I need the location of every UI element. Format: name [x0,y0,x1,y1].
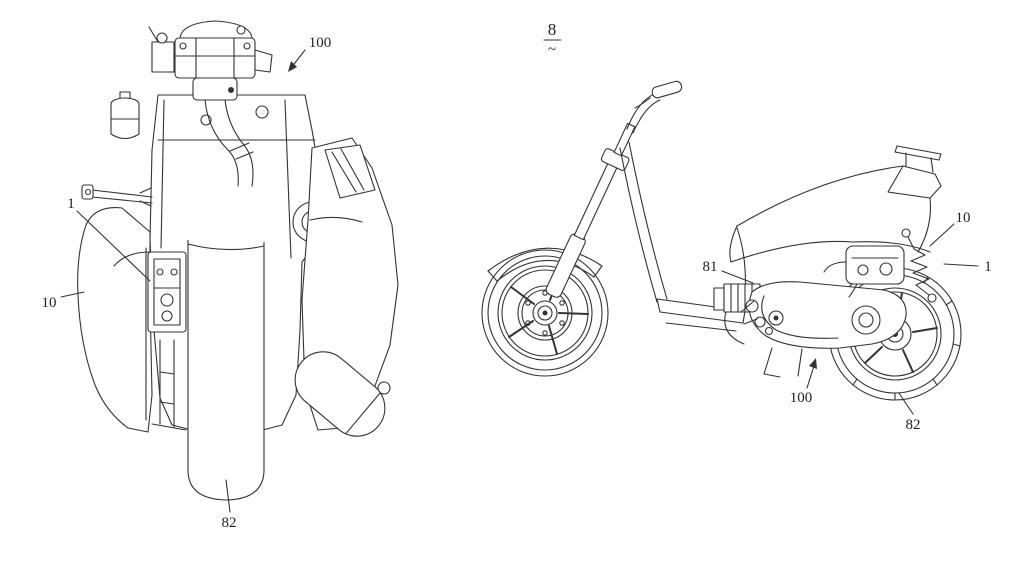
ref-label-10: 10 [956,210,971,226]
intake-manifold [204,99,254,187]
ref-label-100: 100 [309,35,332,51]
air-cleaner-canister [110,91,140,140]
lower-bracket [151,339,187,431]
roller-bracket-part [147,251,187,333]
angled-muffler-cylinder [294,351,386,437]
left-figure-annotations: 100 1 10 82 [42,35,332,531]
leader-line-10 [929,223,955,247]
front-fender [487,247,603,282]
ref-label-82: 82 [222,515,237,531]
leader-line-1 [76,210,151,282]
front-wheel [481,249,609,377]
carburetor-assembly [148,20,273,101]
figure-marker: 8 ~ [543,20,562,58]
leader-line-82 [898,392,914,415]
figure-marker-tilde: ~ [548,42,556,58]
handlebar [626,80,683,134]
leader-line-82 [225,479,231,513]
ref-label-82: 82 [906,417,921,433]
ref-label-100: 100 [790,390,813,406]
ref-label-1: 1 [67,196,75,212]
engine-transmission-unit [713,281,907,378]
leader-line-100 [806,365,815,389]
left-side-cover [77,207,153,433]
engine-unit-detail-figure: 100 1 10 82 [42,20,399,531]
arrowhead-100 [288,61,297,72]
center-cylinder [187,240,265,501]
arrowhead-100 [809,358,817,369]
scooter-side-figure: 8 ~ [481,20,992,433]
air-cleaner-box [823,245,905,298]
ref-label-81: 81 [703,259,718,275]
right-figure-annotations: 10 1 81 100 82 [703,210,992,433]
front-fork [545,122,636,298]
leader-line-1 [943,263,979,267]
leader-line-81 [721,270,754,284]
lever-rod [81,184,153,207]
figure-number: 8 [548,20,557,39]
leader-line-10 [60,291,85,298]
ref-label-1: 1 [984,259,992,275]
ref-label-10: 10 [42,295,57,311]
rear-body-cowl [729,145,942,311]
rear-shock-absorber [901,228,937,303]
